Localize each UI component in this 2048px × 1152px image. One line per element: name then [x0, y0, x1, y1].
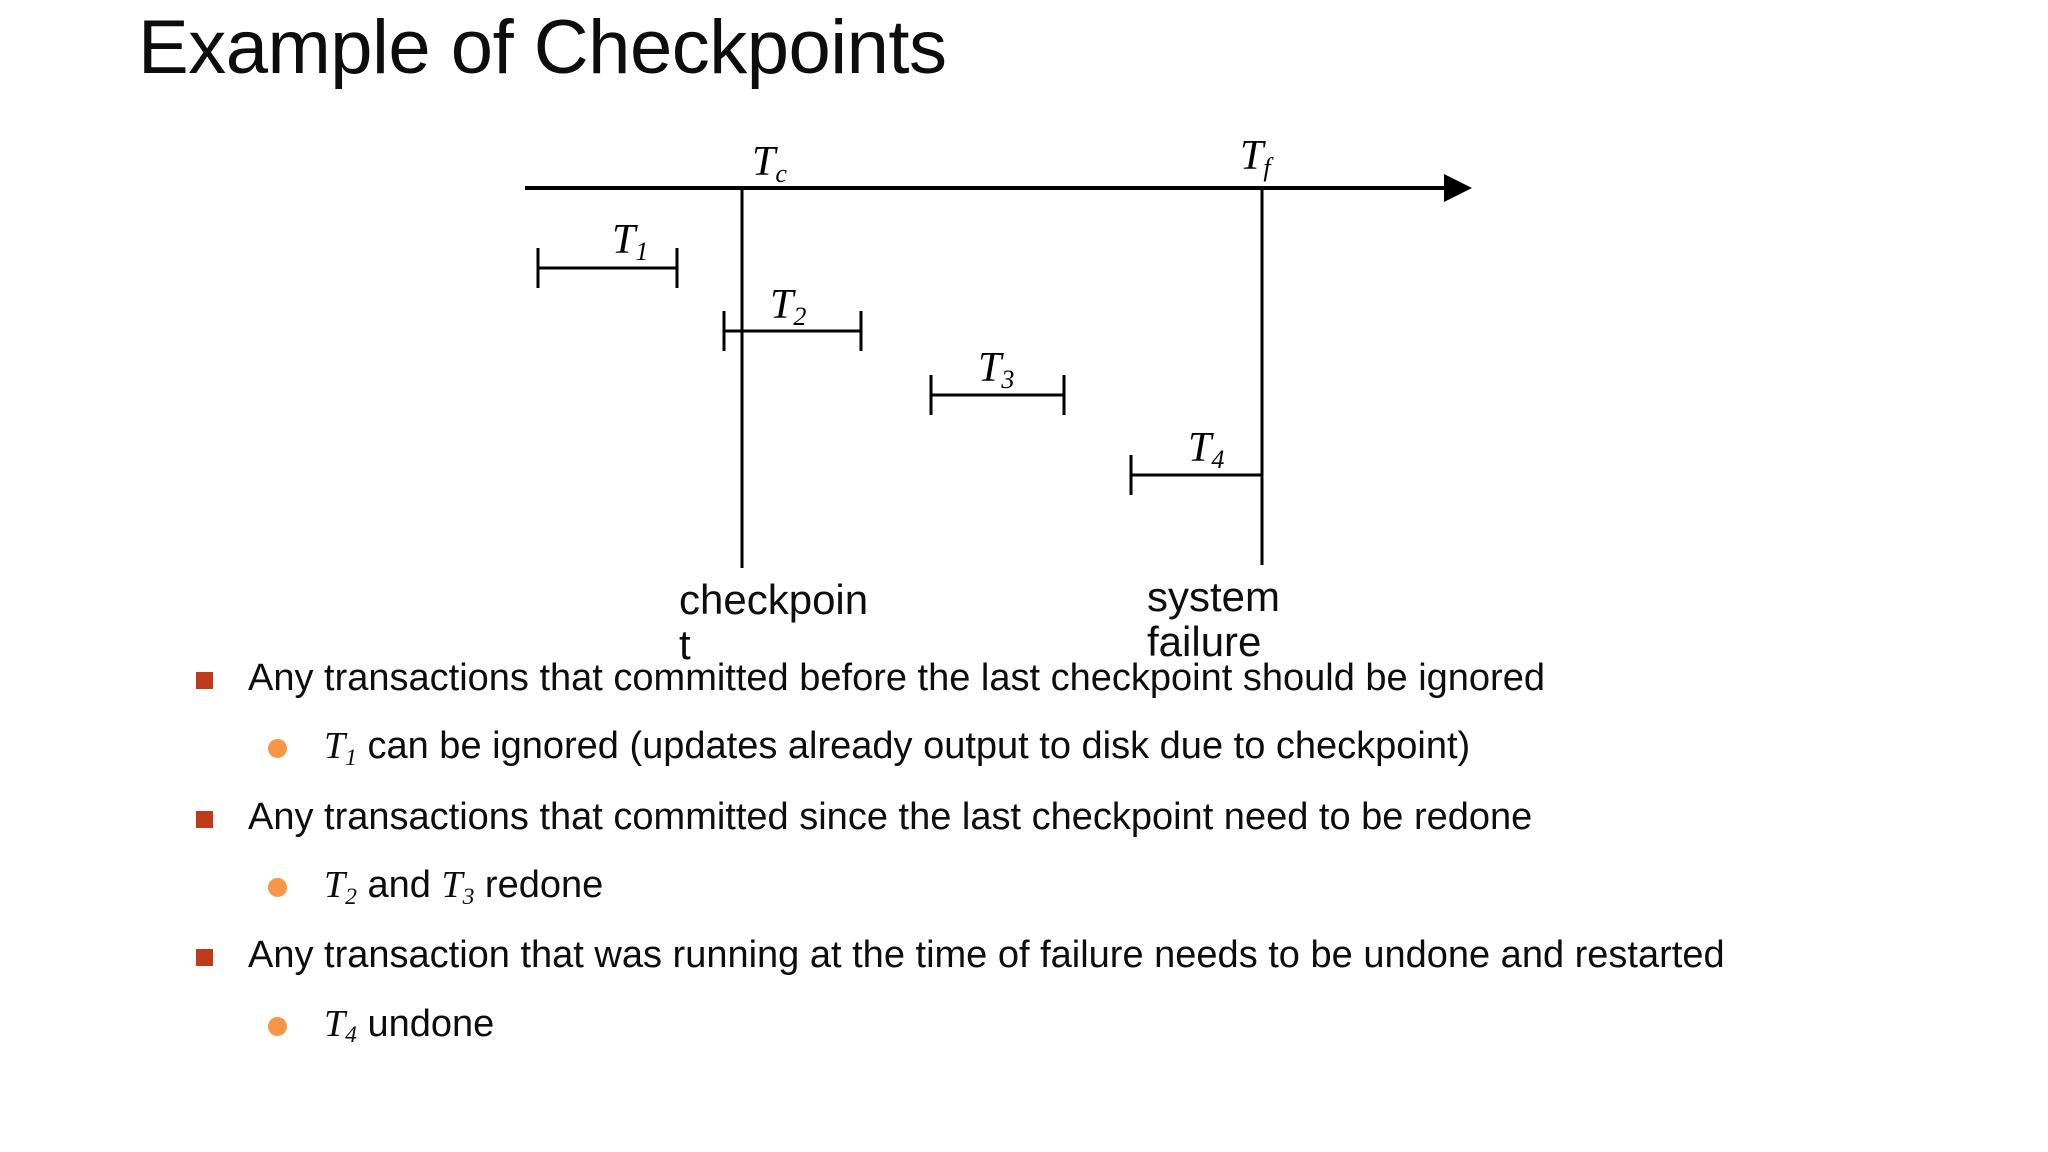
bullet-item-4-var1-base: T [324, 864, 346, 907]
label-t1-base: T [612, 217, 636, 263]
bullet-item-3-text: Any transactions that committed since th… [248, 795, 1533, 838]
bullet-item-4-var1: T2 [324, 864, 357, 910]
label-t4: T4 [1188, 424, 1225, 475]
square-bullet-icon [196, 810, 213, 828]
label-t2-sub: 2 [793, 302, 807, 332]
time-axis-arrowhead [1444, 174, 1472, 202]
square-bullet-icon [196, 672, 213, 689]
bullet-list: Any transactions that committed before t… [186, 655, 1966, 1063]
bullet-item-2-text: can be ignored (updates already output t… [356, 725, 1471, 768]
bullet-item-6: T4 undone [186, 1001, 1966, 1049]
square-bullet-icon [196, 949, 213, 967]
bullet-item-2-var-sub: 1 [345, 744, 357, 771]
caption-system-failure: system failure [1147, 573, 1357, 665]
label-t2: T2 [770, 281, 807, 332]
transaction-segment-t4 [1129, 455, 1262, 495]
label-tc-base: T [752, 139, 776, 185]
transaction-segment-t3 [929, 375, 1066, 415]
bullet-item-2-var-base: T [324, 725, 346, 768]
bullet-item-4-var2-base: T [441, 864, 463, 907]
label-t4-sub: 4 [1211, 445, 1225, 475]
label-t3: T3 [978, 344, 1015, 395]
bullet-item-4-var2: T3 [441, 864, 474, 910]
label-tc: Tc [752, 138, 787, 189]
circle-bullet-icon [268, 878, 287, 898]
label-t3-sub: 3 [1001, 365, 1015, 395]
transaction-segment-t2 [722, 311, 863, 351]
bullet-item-6-var: T4 [324, 1002, 357, 1049]
label-tc-sub: c [775, 159, 787, 189]
page-title: Example of Checkpoints [138, 5, 947, 90]
bullet-item-3: Any transactions that committed since th… [186, 794, 1966, 840]
label-tf-sub: f [1263, 153, 1271, 183]
bullet-item-6-var-sub: 4 [345, 1022, 357, 1049]
label-t3-base: T [978, 345, 1002, 391]
label-t4-base: T [1188, 425, 1212, 471]
bullet-item-2: T1 can be ignored (updates already outpu… [186, 723, 1966, 771]
circle-bullet-icon [268, 1016, 287, 1036]
bullet-item-4: T2 and T3 redone [186, 862, 1966, 910]
bullet-item-6-var-base: T [324, 1002, 346, 1045]
label-t1-sub: 1 [635, 237, 649, 267]
timeline-svg [525, 174, 1472, 568]
bullet-item-4-var2-sub: 3 [462, 883, 475, 910]
circle-bullet-icon [268, 739, 287, 759]
caption-checkpoint-line1: checkpoin [679, 576, 869, 623]
label-t1: T1 [612, 216, 649, 267]
bullet-item-1: Any transactions that committed before t… [186, 655, 1966, 701]
label-t2-base: T [770, 282, 794, 328]
checkpoint-timeline-diagram: Tc Tf T1 T2 T3 T4 checkpoin t system [525, 132, 1472, 667]
label-tf-base: T [1240, 133, 1264, 179]
label-tf: Tf [1240, 132, 1271, 183]
bullet-item-5: Any transaction that was running at the … [186, 932, 1966, 978]
bullet-item-4-text: redone [474, 864, 604, 907]
transaction-segment-t1 [536, 248, 679, 288]
bullet-item-4-var1-sub: 2 [345, 883, 357, 910]
caption-system-failure-line1: system [1147, 573, 1281, 620]
bullet-item-6-text: undone [356, 1002, 495, 1045]
bullet-item-1-text: Any transactions that committed before t… [248, 657, 1545, 699]
bullet-item-2-var: T1 [324, 725, 357, 771]
bullet-item-4-mid: and [356, 864, 442, 907]
bullet-item-5-text: Any transaction that was running at the … [248, 934, 1725, 977]
